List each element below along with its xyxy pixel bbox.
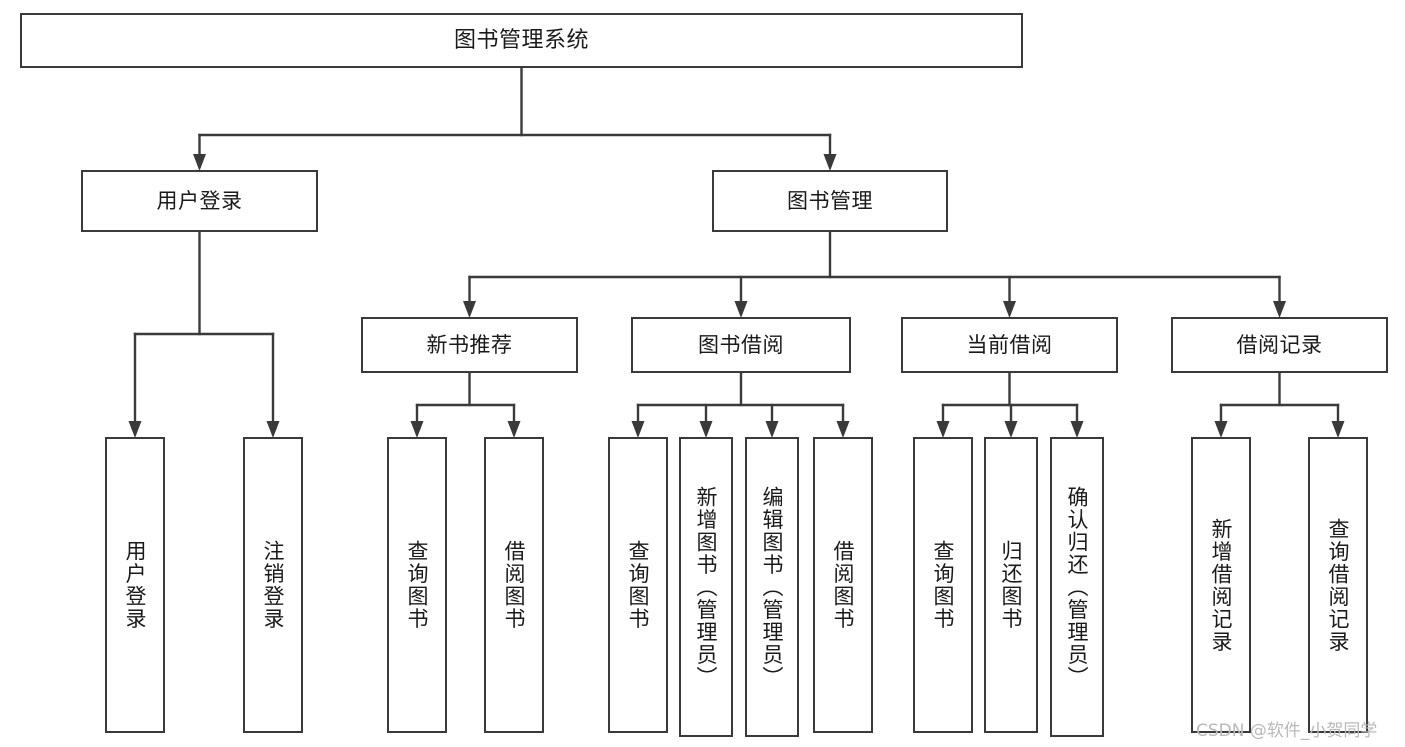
node-label: 归还图书 — [999, 540, 1024, 630]
node-leaf6[interactable]: 新增图书（管理员） — [679, 437, 733, 737]
node-label: 查询借阅记录 — [1326, 517, 1351, 653]
node-label: 图书借阅 — [698, 332, 784, 357]
edge-arrowhead — [1070, 421, 1084, 438]
node-label: 编辑图书（管理员） — [760, 485, 785, 689]
node-label: 查询图书 — [626, 540, 651, 630]
edge-arrowhead — [193, 154, 206, 171]
edge-arrowhead — [734, 301, 748, 318]
node-leaf5[interactable]: 查询图书 — [608, 437, 668, 733]
edge-arrowhead — [128, 421, 142, 438]
node-login[interactable]: 用户登录 — [81, 170, 318, 232]
node-leaf3[interactable]: 查询图书 — [387, 437, 447, 733]
node-leaf2[interactable]: 注销登录 — [243, 437, 303, 733]
node-label: 借阅记录 — [1236, 332, 1323, 357]
watermark: CSDN @软件_小贺同学 — [1196, 721, 1378, 741]
node-leaf13[interactable]: 查询借阅记录 — [1308, 437, 1368, 733]
edge-arrowhead — [1331, 421, 1345, 438]
node-label: 新增图书（管理员） — [694, 485, 719, 689]
edge-arrowhead — [410, 421, 424, 438]
node-label: 用户登录 — [123, 540, 148, 630]
node-borrow[interactable]: 图书借阅 — [631, 317, 851, 373]
node-leaf1[interactable]: 用户登录 — [105, 437, 165, 733]
node-label: 新书推荐 — [426, 332, 513, 357]
node-label: 借阅图书 — [831, 540, 856, 630]
node-leaf8[interactable]: 借阅图书 — [813, 437, 873, 733]
node-leaf4[interactable]: 借阅图书 — [484, 437, 544, 733]
node-label: 注销登录 — [261, 540, 286, 630]
edge-arrowhead — [1003, 301, 1016, 318]
edge-arrowhead — [765, 421, 779, 438]
node-records[interactable]: 借阅记录 — [1171, 317, 1388, 373]
node-leaf12[interactable]: 新增借阅记录 — [1191, 437, 1251, 733]
edge-arrowhead — [836, 421, 850, 438]
node-label: 图书管理 — [787, 188, 873, 213]
node-label: 确认归还（管理员） — [1065, 485, 1090, 689]
node-current[interactable]: 当前借阅 — [901, 317, 1118, 373]
edge-arrowhead — [1214, 421, 1228, 438]
edge-arrowhead — [463, 301, 476, 318]
node-label: 查询图书 — [931, 540, 956, 630]
node-label: 用户登录 — [156, 188, 243, 213]
node-leaf11[interactable]: 确认归还（管理员） — [1050, 437, 1104, 737]
edge-arrowhead — [507, 421, 521, 438]
edge-arrowhead — [699, 421, 713, 438]
node-label: 当前借阅 — [966, 332, 1053, 357]
node-leaf9[interactable]: 查询图书 — [913, 437, 973, 733]
edge-arrowhead — [1004, 421, 1018, 438]
edge-arrowhead — [1273, 301, 1286, 318]
node-label: 查询图书 — [405, 540, 430, 630]
node-label: 新增借阅记录 — [1209, 517, 1234, 653]
node-label: 图书管理系统 — [453, 27, 589, 53]
node-newbook[interactable]: 新书推荐 — [361, 317, 578, 373]
node-root[interactable]: 图书管理系统 — [20, 13, 1023, 68]
node-leaf10[interactable]: 归还图书 — [984, 437, 1038, 733]
edge-arrowhead — [936, 421, 950, 438]
edge-arrowhead — [266, 421, 280, 438]
edge-arrowhead — [631, 421, 645, 438]
edge-arrowhead — [823, 154, 837, 171]
node-leaf7[interactable]: 编辑图书（管理员） — [745, 437, 799, 737]
node-label: 借阅图书 — [502, 540, 527, 630]
node-bookmgmt[interactable]: 图书管理 — [712, 170, 948, 232]
